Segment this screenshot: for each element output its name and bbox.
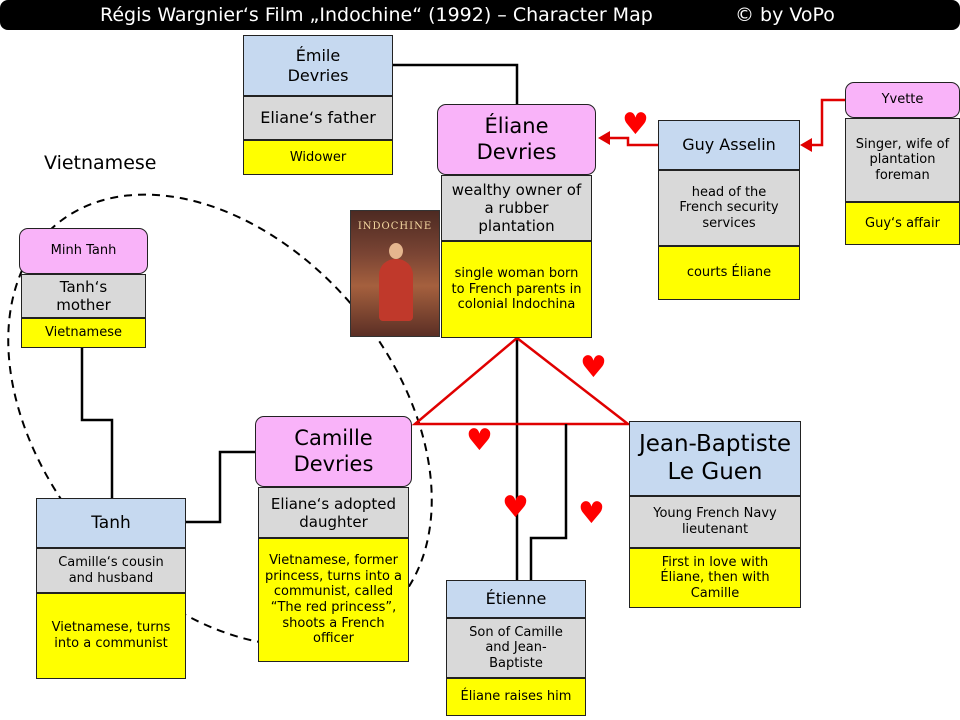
emile-role: Eliane‘s father bbox=[243, 96, 393, 140]
poster-figure bbox=[379, 259, 413, 321]
jb-note: First in love with Éliane, then with Cam… bbox=[629, 548, 801, 608]
camille-note: Vietnamese, former princess, turns into … bbox=[258, 538, 409, 662]
eliane-note: single woman born to French parents in c… bbox=[441, 241, 592, 338]
emile-eliane-link bbox=[393, 63, 519, 104]
minh-name: Minh Tanh bbox=[19, 228, 148, 274]
emile-name: Émile Devries bbox=[243, 35, 393, 96]
camille-role: Eliane‘s adopted daughter bbox=[258, 487, 409, 538]
guy-name: Guy Asselin bbox=[658, 120, 800, 170]
heart-icon: ♥ bbox=[580, 350, 607, 385]
poster-head bbox=[389, 243, 403, 259]
guy-role: head of the French security services bbox=[658, 170, 800, 246]
minh-note: Vietnamese bbox=[21, 318, 146, 348]
heart-icon: ♥ bbox=[502, 490, 529, 525]
minh-role: Tanh‘s mother bbox=[21, 274, 146, 318]
jb-role: Young French Navy lieutenant bbox=[629, 496, 801, 548]
poster-title: INDOCHINE bbox=[357, 221, 433, 232]
yvette-name: Yvette bbox=[845, 82, 960, 118]
heart-icon: ♥ bbox=[466, 423, 493, 458]
page-title: Régis Wargnier‘s Film „Indochine“ (1992)… bbox=[100, 4, 653, 26]
yvette-role: Singer, wife of plantation foreman bbox=[845, 118, 960, 202]
guy-eliane-link bbox=[602, 136, 658, 147]
etienne-name: Étienne bbox=[446, 580, 586, 618]
vietnamese-group-label: Vietnamese bbox=[44, 152, 157, 174]
emile-note: Widower bbox=[243, 140, 393, 175]
guy-note: courts Éliane bbox=[658, 246, 800, 300]
minh-tanh-link bbox=[80, 348, 114, 498]
heart-icon: ♥ bbox=[578, 496, 605, 531]
tanh-role: Camille‘s cousin and husband bbox=[36, 548, 186, 593]
tanh-note: Vietnamese, turns into a communist bbox=[36, 593, 186, 679]
yvette-guy-arrowhead bbox=[800, 138, 812, 152]
etienne-role: Son of Camille and Jean-Baptiste bbox=[446, 618, 586, 678]
yvette-note: Guy‘s affair bbox=[845, 202, 960, 245]
tanh-name: Tanh bbox=[36, 498, 186, 548]
love-triangle bbox=[411, 336, 632, 426]
heart-icon: ♥ bbox=[622, 107, 649, 142]
parents-etienne-link bbox=[529, 424, 568, 580]
guy-eliane-arrowhead bbox=[598, 131, 610, 145]
eliane-name: Éliane Devries bbox=[437, 104, 596, 175]
eliane-role: wealthy owner of a rubber plantation bbox=[441, 175, 592, 241]
etienne-note: Éliane raises him bbox=[446, 678, 586, 716]
author-credit: © by VoPo bbox=[735, 4, 835, 26]
camille-name: Camille Devries bbox=[255, 416, 412, 487]
yvette-guy-link bbox=[806, 98, 845, 147]
tanh-camille-link bbox=[186, 450, 258, 524]
jb-name: Jean-Baptiste Le Guen bbox=[629, 421, 801, 496]
title-bar: Régis Wargnier‘s Film „Indochine“ (1992)… bbox=[0, 0, 960, 30]
film-poster-image: INDOCHINE bbox=[350, 210, 440, 337]
